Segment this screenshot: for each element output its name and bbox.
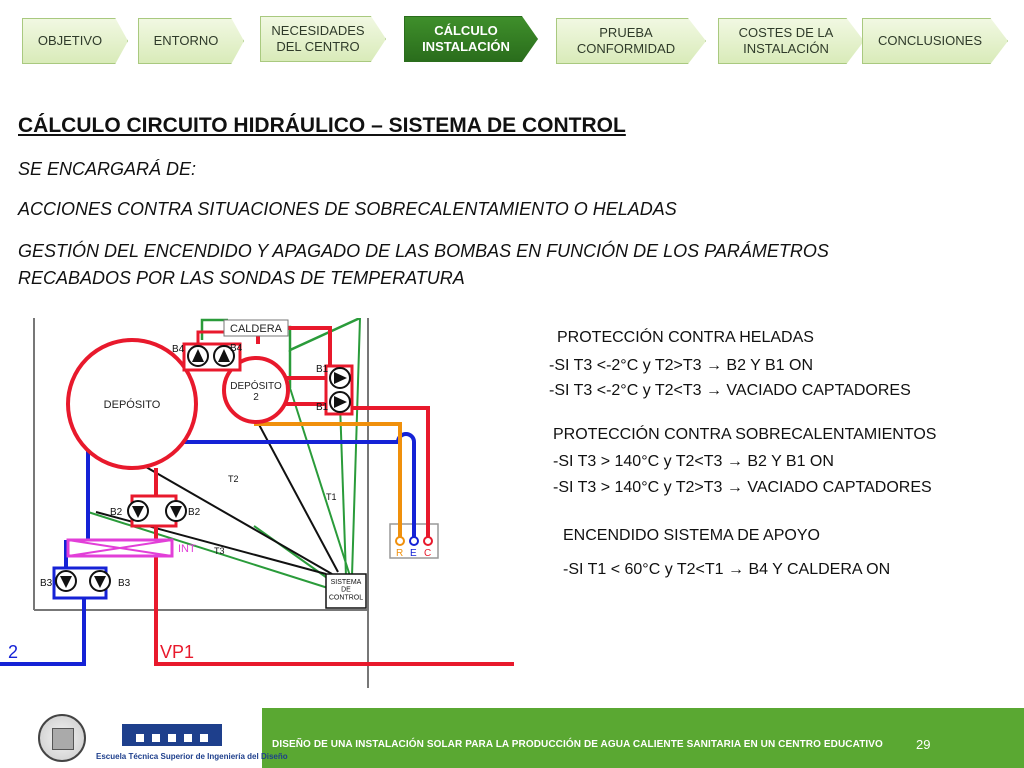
deposito2-tank	[222, 356, 290, 424]
b1-label-bottom: B1	[316, 402, 329, 413]
point-management-line1: GESTIÓN DEL ENCENDIDO Y APAGADO DE LAS B…	[18, 241, 829, 261]
point-management-line2: RECABADOS POR LAS SONDAS DE TEMPERATURA	[18, 268, 465, 288]
t3-label: T3	[214, 546, 225, 556]
section-nav: OBJETIVO ENTORNO NECESIDADES DEL CENTRO …	[0, 14, 1024, 66]
frost-title: PROTECCIÓN CONTRA HELADAS	[557, 329, 814, 346]
b3-label-right: B3	[118, 578, 131, 589]
deposito-tank	[66, 338, 198, 470]
school-name: Escuela Técnica Superior de Ingeniería d…	[96, 752, 288, 761]
tab-costes[interactable]: COSTES DE LA INSTALACIÓN	[718, 18, 864, 64]
tab-prueba-conformidad[interactable]: PRUEBA CONFORMIDAD	[556, 18, 706, 64]
page-number: 29	[916, 737, 931, 752]
t2-label: T2	[228, 474, 239, 484]
vp1-label: VP1	[160, 642, 194, 662]
b4-label-right: B4	[230, 343, 243, 354]
caldera-box	[223, 319, 289, 337]
heat-rule-2: -SI T3 > 140°C y T2>T3 → VACIADO CAPTADO…	[553, 479, 932, 496]
e-label: E	[410, 548, 417, 559]
footer-logo-area: Escuela Técnica Superior de Ingeniería d…	[0, 708, 288, 768]
footer-title: DISEÑO DE UNA INSTALACIÓN SOLAR PARA LA …	[272, 739, 883, 750]
b1-label-top: B1	[316, 364, 329, 375]
page-title: CÁLCULO CIRCUITO HIDRÁULICO – SISTEMA DE…	[18, 114, 626, 137]
int-label: INT	[178, 543, 196, 555]
school-building-icon	[122, 724, 222, 746]
tab-necesidades[interactable]: NECESIDADES DEL CENTRO	[260, 16, 386, 62]
r-terminal	[395, 536, 405, 546]
b2-label-left: B2	[110, 507, 123, 518]
c-label: C	[424, 548, 431, 559]
b4-label-left: B4	[172, 344, 185, 355]
backup-rule-1: -SI T1 < 60°C y T2<T1 → B4 Y CALDERA ON	[563, 561, 891, 578]
university-seal-icon	[38, 714, 86, 762]
t1-label: T1	[326, 492, 337, 502]
e-terminal	[409, 536, 419, 546]
sistema-control-box	[325, 573, 367, 609]
red-pipe	[154, 508, 514, 666]
frost-rule-2: -SI T3 <-2°C y T2<T3 → VACIADO CAPTADORE…	[549, 382, 911, 399]
intro-text: SE ENCARGARÁ DE:	[18, 159, 197, 179]
caldera-label: CALDERA	[230, 323, 283, 335]
c-terminal	[423, 536, 433, 546]
deposito-label: DEPÓSITO	[104, 398, 161, 411]
heat-title: PROTECCIÓN CONTRA SOBRECALENTAMIENTOS	[553, 426, 937, 443]
pipe-2-label: 2	[8, 642, 18, 662]
footer: Escuela Técnica Superior de Ingeniería d…	[0, 708, 1024, 768]
b3-label-left: B3	[40, 578, 53, 589]
frost-rule-1: -SI T3 <-2°C y T2>T3 → B2 Y B1 ON	[549, 357, 813, 374]
tab-entorno[interactable]: ENTORNO	[138, 18, 244, 64]
point-actions: ACCIONES CONTRA SITUACIONES DE SOBRECALE…	[18, 199, 677, 219]
school-logo: Escuela Técnica Superior de Ingeniería d…	[96, 720, 288, 764]
heat-rule-1: -SI T3 > 140°C y T2<T3 → B2 Y B1 ON	[553, 453, 834, 470]
r-label: R	[396, 548, 403, 559]
backup-title: ENCENDIDO SISTEMA DE APOYO	[563, 527, 820, 544]
blue-pipe	[0, 578, 86, 666]
tab-conclusiones[interactable]: CONCLUSIONES	[862, 18, 1008, 64]
tab-calculo-instalacion[interactable]: CÁLCULO INSTALACIÓN	[404, 16, 538, 62]
b2-label-right: B2	[188, 507, 201, 518]
tab-objetivo[interactable]: OBJETIVO	[22, 18, 128, 64]
